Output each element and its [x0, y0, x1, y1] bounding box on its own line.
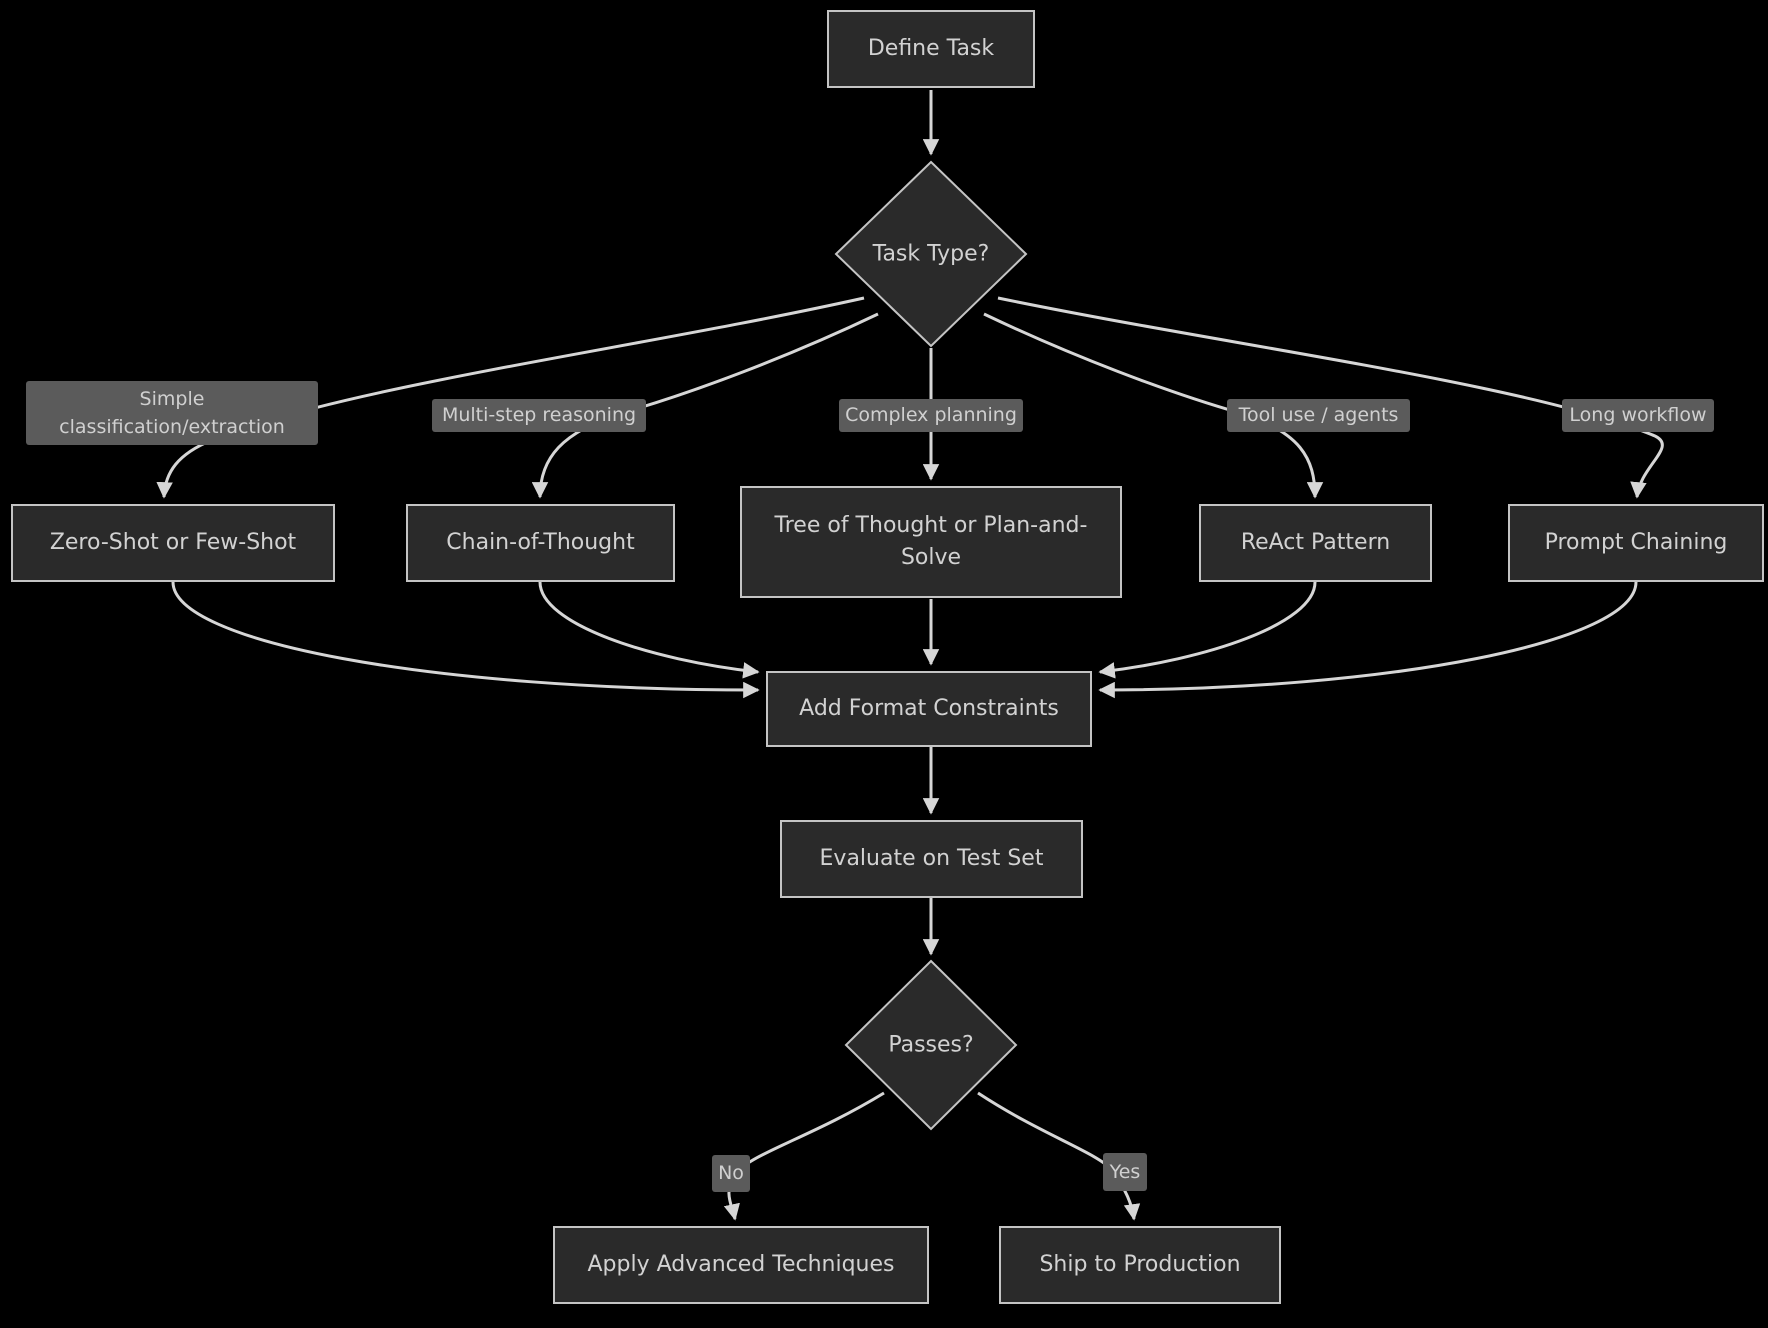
edge-prompt-chaining-to-add-format [1098, 581, 1638, 699]
passes-diamond [844, 959, 1018, 1131]
edge-label-yes: Yes [1103, 1153, 1147, 1191]
edge-label-no: No [712, 1155, 750, 1192]
edge-task-type-to-zero-shot [156, 296, 865, 499]
task-type-diamond [834, 160, 1028, 348]
edge-label-long-workflow: Long workflow [1562, 399, 1714, 432]
node-evaluate-on-test-set: Evaluate on Test Set [780, 820, 1083, 898]
edge-label-simple-classification: Simple classification/extraction [26, 381, 318, 445]
node-ship-to-production: Ship to Production [999, 1226, 1281, 1304]
edge-chain-of-thought-to-add-format [538, 581, 760, 679]
node-chain-of-thought: Chain-of-Thought [406, 504, 675, 582]
edge-label-complex-planning: Complex planning [839, 399, 1023, 432]
edge-zero-shot-to-add-format [171, 581, 760, 699]
edge-label-multi-step-reasoning: Multi-step reasoning [432, 399, 646, 432]
node-tree-of-thought-or-plan-and-solve: Tree of Thought or Plan-and-Solve [740, 486, 1122, 598]
node-task-type-label: Task Type? [872, 241, 990, 267]
node-add-format-constraints: Add Format Constraints [766, 671, 1092, 747]
edge-label-tool-use-agents: Tool use / agents [1227, 399, 1410, 432]
edge-passes-no-to-apply-advanced [723, 1091, 885, 1221]
node-apply-advanced-techniques: Apply Advanced Techniques [553, 1226, 929, 1304]
node-prompt-chaining: Prompt Chaining [1508, 504, 1764, 582]
edge-react-pattern-to-add-format [1098, 581, 1317, 679]
edge-task-type-to-prompt-chaining [997, 296, 1664, 499]
node-react-pattern: ReAct Pattern [1199, 504, 1432, 582]
edge-task-type-to-react-pattern [983, 312, 1324, 499]
node-passes-label: Passes? [888, 1032, 974, 1058]
node-zero-shot-or-few-shot: Zero-Shot or Few-Shot [11, 504, 335, 582]
node-define-task: Define Task [827, 10, 1035, 88]
